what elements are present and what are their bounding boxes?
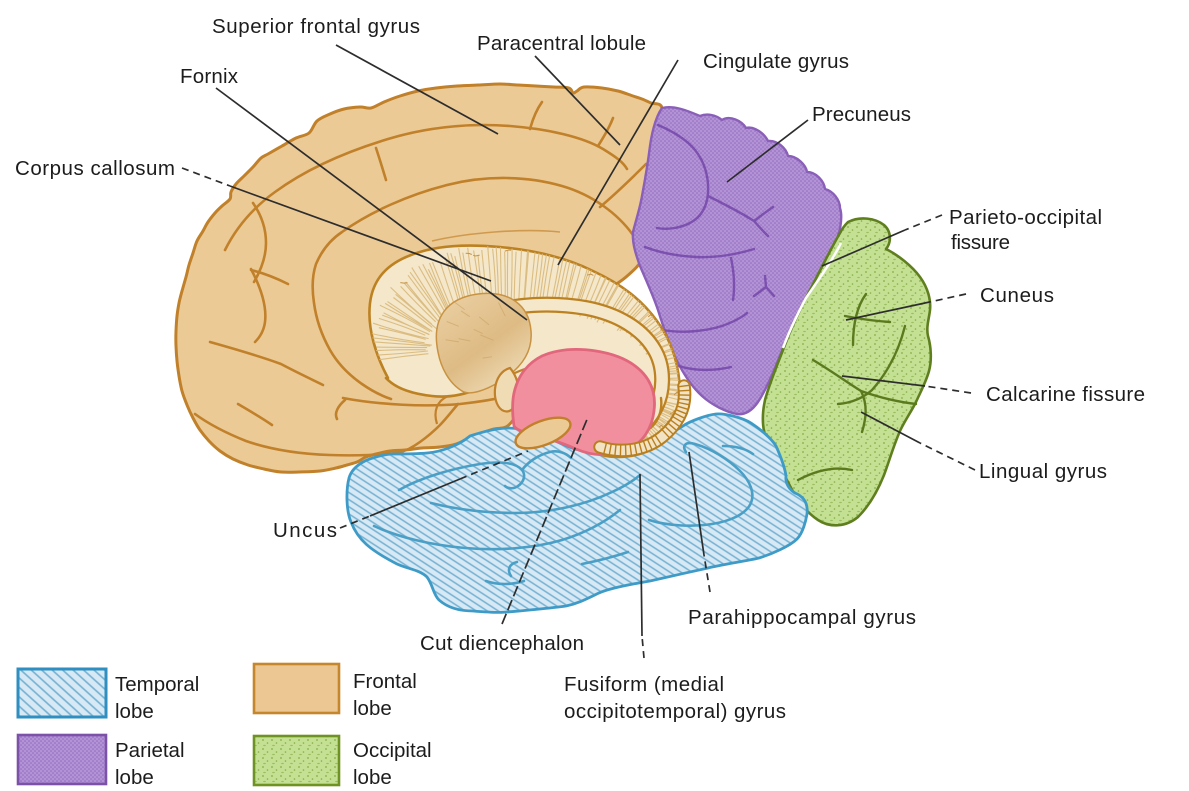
svg-text:lobe: lobe: [353, 766, 392, 789]
svg-text:Precuneus: Precuneus: [812, 103, 911, 126]
svg-text:occipitotemporal) gyrus: occipitotemporal) gyrus: [564, 700, 786, 723]
svg-text:lobe: lobe: [115, 700, 154, 723]
svg-text:Parieto-occipital: Parieto-occipital: [949, 206, 1102, 229]
svg-text:Parahippocampal gyrus: Parahippocampal gyrus: [688, 606, 916, 629]
svg-text:Paracentral lobule: Paracentral lobule: [477, 32, 646, 55]
svg-text:Uncus: Uncus: [273, 519, 337, 542]
svg-text:lobe: lobe: [115, 766, 154, 789]
svg-text:Cuneus: Cuneus: [980, 284, 1054, 307]
svg-text:Calcarine fissure: Calcarine fissure: [986, 383, 1145, 406]
svg-text:fissure: fissure: [951, 231, 1010, 254]
svg-text:lobe: lobe: [353, 697, 392, 720]
svg-text:Corpus callosum: Corpus callosum: [15, 157, 175, 180]
svg-text:Fornix: Fornix: [180, 65, 239, 88]
svg-text:Superior frontal gyrus: Superior frontal gyrus: [212, 15, 420, 38]
svg-text:Temporal: Temporal: [115, 673, 199, 696]
svg-text:Lingual gyrus: Lingual gyrus: [979, 460, 1107, 483]
svg-text:Cingulate gyrus: Cingulate gyrus: [703, 50, 849, 73]
svg-text:Parietal: Parietal: [115, 739, 185, 762]
svg-text:Fusiform (medial: Fusiform (medial: [564, 673, 724, 696]
svg-text:Frontal: Frontal: [353, 670, 417, 693]
svg-text:Occipital: Occipital: [353, 739, 432, 762]
svg-text:Cut diencephalon: Cut diencephalon: [420, 632, 584, 655]
